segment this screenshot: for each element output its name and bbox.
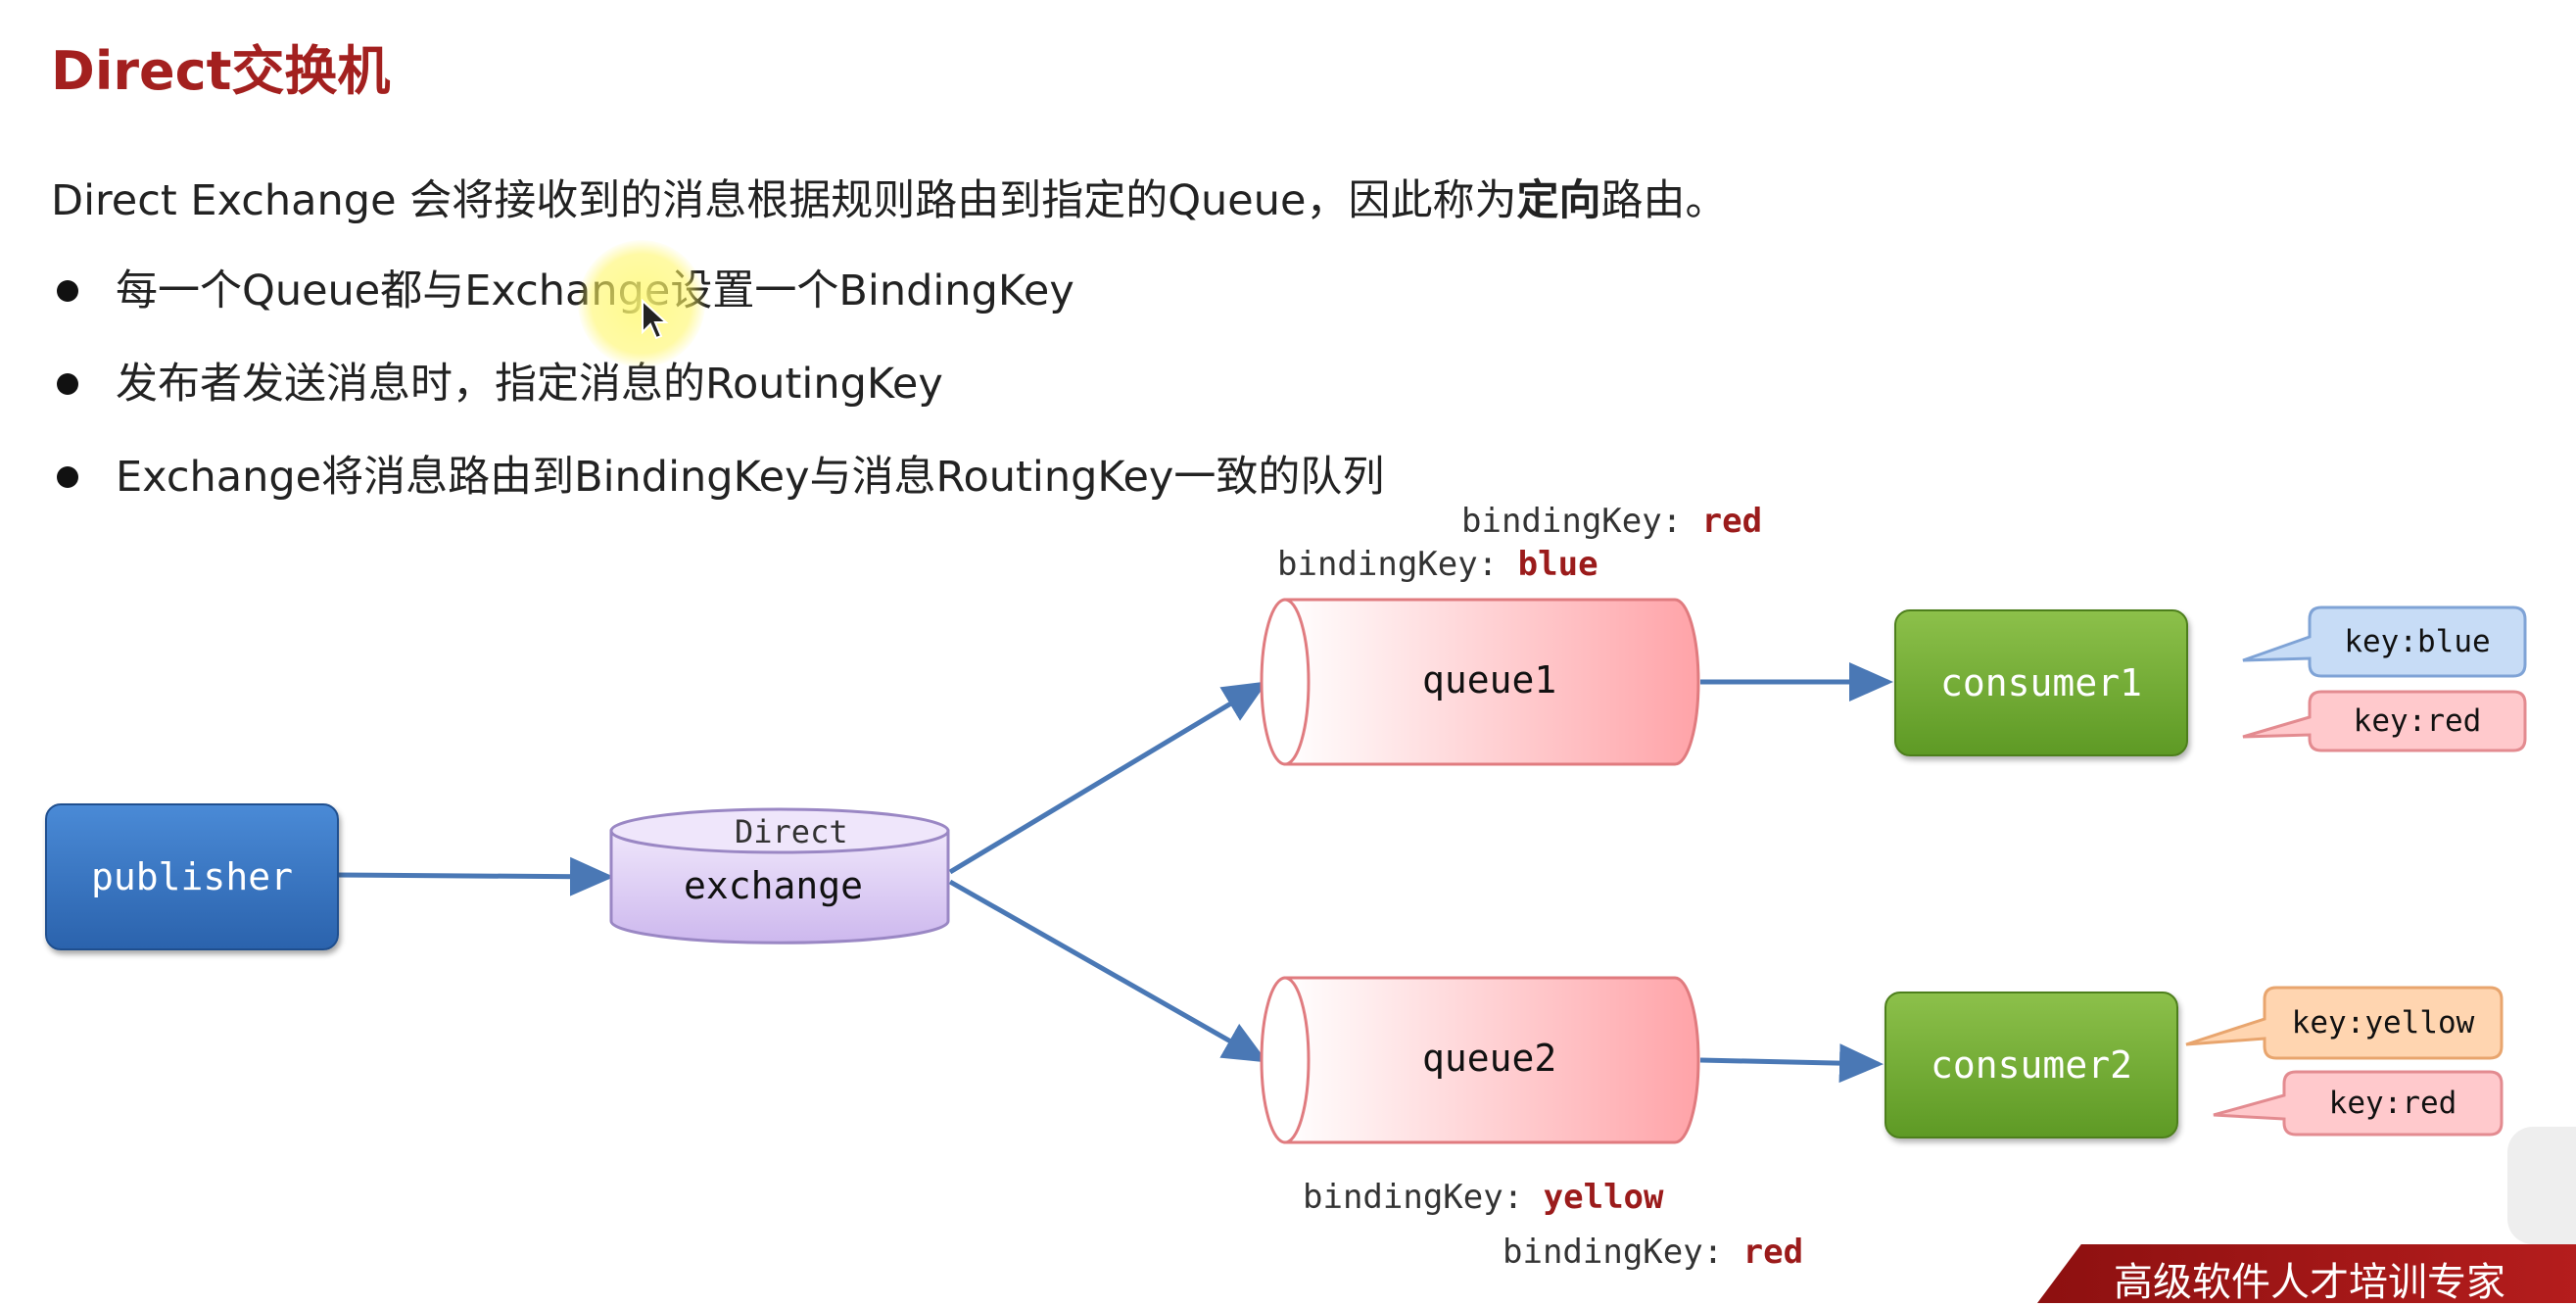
bullet-item: 发布者发送消息时，指定消息的RoutingKey — [51, 350, 1384, 443]
callout-key-yellow — [2185, 986, 2504, 1060]
queue1-label: queue1 — [1422, 658, 1557, 702]
arrow-publisher-exchange — [334, 856, 614, 896]
intro-bold: 定向 — [1516, 176, 1601, 225]
callout-key-red-2 — [2213, 1070, 2504, 1137]
exchange-cylinder — [609, 807, 950, 944]
exchange-name-label: exchange — [684, 864, 864, 907]
bullet-item: Exchange将消息路由到BindingKey与消息RoutingKey一致的… — [51, 443, 1384, 536]
side-decoration — [2507, 1127, 2576, 1244]
intro-text: Direct Exchange 会将接收到的消息根据规则路由到指定的Queue，… — [51, 167, 1727, 227]
consumer2-key-yellow-text: key:yellow — [2291, 1005, 2475, 1041]
consumer2-key-red-text: key:red — [2328, 1086, 2457, 1121]
slide-title: Direct交换机 — [51, 40, 391, 102]
intro-after: 路由。 — [1600, 176, 1728, 225]
queue2-binding-key-red: bindingKey: red — [1503, 1233, 1804, 1272]
arrow-queue2-consumer2 — [1699, 1043, 1884, 1084]
queue2-cylinder — [1260, 976, 1700, 1144]
consumer1-key-blue-text: key:blue — [2344, 624, 2491, 659]
arrow-exchange-queue2 — [948, 879, 1268, 1063]
queue1-cylinder — [1260, 598, 1700, 766]
consumer2-node: consumer2 — [1884, 992, 2178, 1138]
queue1-binding-key-blue: bindingKey: blue — [1277, 545, 1598, 584]
bullet-dot-icon — [57, 373, 78, 395]
bullet-text: 发布者发送消息时，指定消息的RoutingKey — [116, 360, 943, 409]
intro-before: Direct Exchange 会将接收到的消息根据规则路由到指定的Queue，… — [51, 176, 1517, 225]
footer-banner: 高级软件人才培训专家 — [2037, 1244, 2576, 1303]
bullet-dot-icon — [57, 466, 78, 488]
exchange-type-label: Direct — [735, 813, 848, 850]
mouse-pointer-icon — [642, 299, 669, 340]
bullet-list: 每一个Queue都与Exchange设置一个BindingKey 发布者发送消息… — [51, 257, 1384, 536]
callout-key-blue — [2242, 605, 2527, 678]
callout-key-red-1 — [2242, 690, 2527, 752]
consumer1-key-red-text: key:red — [2353, 703, 2482, 739]
queue2-label: queue2 — [1422, 1037, 1557, 1080]
publisher-node: publisher — [45, 803, 339, 950]
queue2-binding-key-yellow: bindingKey: yellow — [1303, 1178, 1664, 1217]
bullet-dot-icon — [57, 280, 78, 302]
consumer1-node: consumer1 — [1894, 609, 2188, 756]
arrow-exchange-queue1 — [948, 681, 1268, 875]
footer-slogan: 高级软件人才培训专家 — [2114, 1260, 2505, 1305]
bullet-text: Exchange将消息路由到BindingKey与消息RoutingKey一致的… — [116, 453, 1385, 502]
queue1-binding-key-red: bindingKey: red — [1461, 502, 1763, 541]
